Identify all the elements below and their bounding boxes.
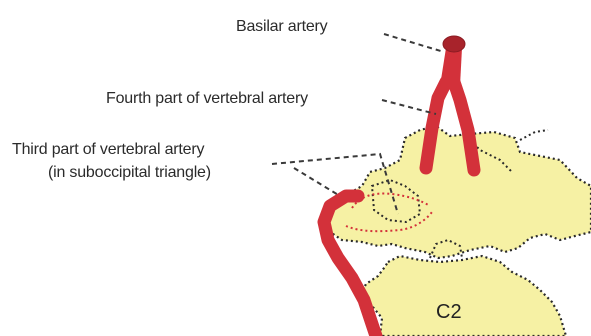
- basilar-artery: [440, 48, 462, 86]
- vertebra-label: C2: [436, 301, 462, 323]
- leader-fourth: [382, 100, 436, 114]
- leader-third-lower: [294, 168, 340, 196]
- label-third-part-subtitle: (in suboccipital triangle): [48, 163, 211, 183]
- bone-contour: [520, 130, 548, 140]
- label-basilar-artery: Basilar artery: [236, 17, 327, 37]
- c2-vertebra: [360, 256, 566, 336]
- label-fourth-part: Fourth part of vertebral artery: [106, 89, 308, 109]
- leader-basilar: [384, 34, 444, 52]
- basilar-artery-top: [443, 36, 465, 52]
- label-third-part: Third part of vertebral artery: [12, 140, 204, 160]
